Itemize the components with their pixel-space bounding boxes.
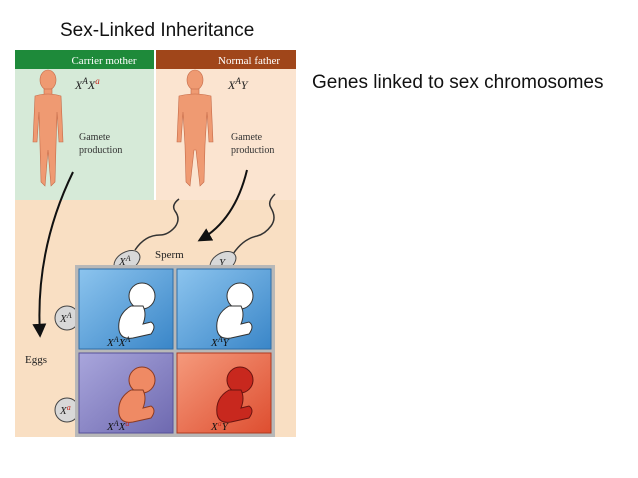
mother-genotype: XAXa xyxy=(74,76,100,92)
mother-to-eggs-arrow xyxy=(32,171,74,338)
sperm-label: Sperm xyxy=(155,249,184,261)
sperm-y-label: Y xyxy=(219,257,227,269)
mother-gamete-line2: production xyxy=(79,145,122,156)
offspring-genotype-4: XaY xyxy=(210,419,230,433)
mother-header: Carrier mother xyxy=(71,55,136,67)
father-genotype: XAY xyxy=(227,76,249,92)
father-header-bar xyxy=(156,50,296,69)
punnett-figure: Carrier mother Normal father XAXa Gamete… xyxy=(15,50,296,437)
mother-figure-icon xyxy=(32,69,64,187)
eggs-label: Eggs xyxy=(25,354,47,366)
sperm-xa-label: XA xyxy=(118,254,131,268)
offspring-genotype-2: XAY xyxy=(210,335,231,349)
fetus-white-icon xyxy=(118,282,156,339)
egg-xa-label: XA xyxy=(59,311,72,325)
offspring-genotype-3: XAXa xyxy=(106,419,129,433)
father-figure-icon xyxy=(176,69,214,187)
offspring-genotype-1: XAXA xyxy=(106,335,130,349)
father-gamete-line1: Gamete xyxy=(231,132,263,143)
father-header: Normal father xyxy=(218,55,280,67)
slide-title: Sex-Linked Inheritance xyxy=(60,20,255,41)
egg-xrec-label: Xa xyxy=(59,403,71,417)
father-panel xyxy=(156,50,296,200)
fetus-affected-icon xyxy=(216,366,254,423)
fetus-carrier-icon xyxy=(118,366,156,423)
father-to-sperm-arrow xyxy=(197,169,248,242)
mother-gamete-line1: Gamete xyxy=(79,132,111,143)
side-text: Genes linked to sex chromosomes xyxy=(312,72,604,93)
father-gamete-line2: production xyxy=(231,145,274,156)
fetus-white-icon xyxy=(216,282,254,339)
mother-header-bar xyxy=(15,50,154,69)
